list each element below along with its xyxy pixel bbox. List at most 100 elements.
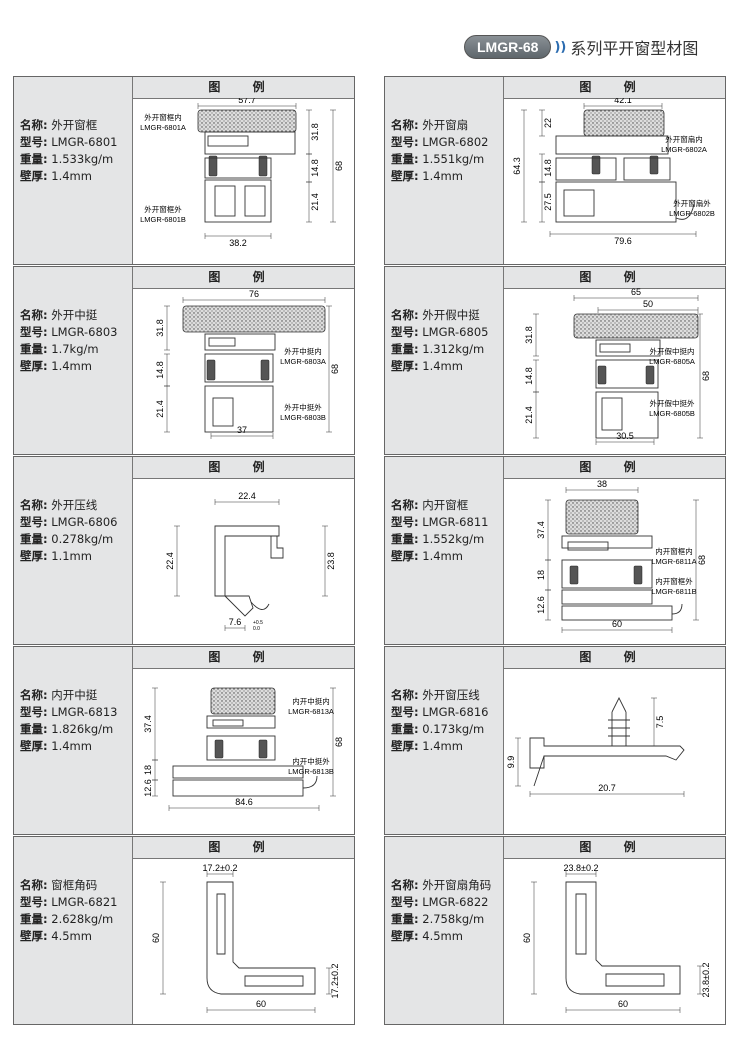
spec-block: 名称: 外开假中挺 型号: LMGR-6805 重量: 1.312kg/m 壁厚… (391, 307, 488, 375)
profile-weight: 1.312kg/m (422, 342, 485, 356)
dimension-label: 17.2±0.2 (330, 964, 340, 999)
dimension-label: 60 (256, 999, 266, 1009)
dimension-label: 23.8 (326, 552, 336, 570)
dimension-label: 31.8 (310, 123, 320, 141)
wall-label: 壁厚: (20, 359, 48, 373)
figure-title: 图 例 (504, 837, 725, 859)
wall-label: 壁厚: (391, 169, 419, 183)
profile-name: 外开中挺 (51, 308, 98, 322)
part-label: LMGR-6803A (280, 357, 326, 366)
name-label: 名称: (20, 308, 48, 322)
spec-column: 名称: 外开中挺 型号: LMGR-6803 重量: 1.7kg/m 壁厚: 1… (14, 267, 133, 454)
dimension-label: 20.7 (598, 783, 616, 793)
part-label: LMGR-6803B (280, 413, 326, 422)
spec-block: 名称: 内开窗框 型号: LMGR-6811 重量: 1.552kg/m 壁厚:… (391, 497, 488, 565)
profile-wall: 1.4mm (422, 169, 463, 183)
weight-label: 重量: (391, 532, 419, 546)
wall-label: 壁厚: (391, 929, 419, 943)
profile-drawing: 37.4681812.684.6内开中挺内LMGR-6813A内开中挺外LMGR… (143, 687, 344, 811)
part-label: 外开窗框内 (144, 112, 182, 122)
part-label: 内开窗框外 (655, 576, 693, 586)
weight-label: 重量: (20, 722, 48, 736)
weight-label: 重量: (391, 722, 419, 736)
model-label: 型号: (20, 135, 48, 149)
model-label: 型号: (20, 325, 48, 339)
part-label: LMGR-6801B (140, 215, 186, 224)
figure-title: 图 例 (133, 837, 354, 859)
profile-weight: 2.628kg/m (51, 912, 114, 926)
dimension-label: 31.8 (524, 326, 534, 344)
figure-title: 图 例 (504, 647, 725, 669)
profile-panel: 名称: 内开窗框 型号: LMGR-6811 重量: 1.552kg/m 壁厚:… (384, 456, 726, 645)
profile-model: LMGR-6805 (422, 325, 489, 339)
profile-panel: 名称: 外开压线 型号: LMGR-6806 重量: 0.278kg/m 壁厚:… (13, 456, 355, 645)
dimension-label: 60 (522, 933, 532, 943)
profile-name: 外开压线 (51, 498, 98, 512)
figure-title: 图 例 (133, 647, 354, 669)
profile-wall: 1.4mm (51, 739, 92, 753)
model-label: 型号: (20, 705, 48, 719)
part-label: 外开中挺内 (284, 346, 322, 356)
dimension-label: 23.8±0.2 (701, 963, 711, 998)
profile-model: LMGR-6822 (422, 895, 489, 909)
profile-weight: 1.7kg/m (51, 342, 99, 356)
dimension-label: 60 (612, 619, 622, 629)
dimension-label: 14.8 (155, 361, 165, 379)
profile-panel: 名称: 外开中挺 型号: LMGR-6803 重量: 1.7kg/m 壁厚: 1… (13, 266, 355, 455)
profile-wall: 4.5mm (51, 929, 92, 943)
name-label: 名称: (391, 498, 419, 512)
profile-drawing: 655031.86814.821.430.5外开假中挺内LMGR-6805A外开… (524, 288, 711, 445)
dimension-label: 18 (536, 570, 546, 580)
spec-column: 名称: 外开窗扇 型号: LMGR-6802 重量: 1.551kg/m 壁厚:… (385, 77, 504, 264)
wall-label: 壁厚: (391, 739, 419, 753)
dimension-label: 76 (249, 289, 259, 299)
dimension-label: 14.8 (543, 159, 553, 177)
dimension-label: 17.2±0.2 (203, 863, 238, 873)
dimension-label: 84.6 (235, 797, 253, 807)
wall-label: 壁厚: (20, 929, 48, 943)
profile-wall: 1.4mm (51, 359, 92, 373)
part-label: LMGR-6813A (288, 707, 334, 716)
catalog-header: LMGR-68 )) 系列平开窗型材图 (464, 34, 698, 60)
wall-label: 壁厚: (20, 739, 48, 753)
wall-label: 壁厚: (391, 359, 419, 373)
dimension-label: 7.6 (229, 617, 242, 627)
dimension-label: 38.2 (229, 238, 247, 248)
weight-label: 重量: (20, 532, 48, 546)
dimension-label: 31.8 (155, 319, 165, 337)
model-label: 型号: (391, 135, 419, 149)
part-label: 外开窗扇内 (665, 134, 703, 144)
spec-block: 名称: 外开窗框 型号: LMGR-6801 重量: 1.533kg/m 壁厚:… (20, 117, 117, 185)
weight-label: 重量: (20, 912, 48, 926)
name-label: 名称: (391, 878, 419, 892)
dimension-label: 12.6 (536, 596, 546, 614)
profile-model: LMGR-6821 (51, 895, 118, 909)
figure-title: 图 例 (504, 457, 725, 479)
dimension-label: 27.5 (543, 193, 553, 211)
profile-panel: 名称: 外开假中挺 型号: LMGR-6805 重量: 1.312kg/m 壁厚… (384, 266, 726, 455)
profile-name: 窗框角码 (51, 878, 98, 892)
part-label: LMGR-6813B (288, 767, 334, 776)
part-label: LMGR-6811A (651, 557, 696, 566)
model-label: 型号: (391, 895, 419, 909)
dimension-label: 64.3 (512, 157, 522, 175)
profile-name: 外开窗扇 (422, 118, 469, 132)
dimension-label: 12.6 (143, 779, 153, 797)
figure-title: 图 例 (504, 77, 725, 99)
wall-label: 壁厚: (391, 549, 419, 563)
part-label: 外开假中挺外 (650, 398, 695, 408)
dimension-label: 68 (701, 371, 711, 381)
profile-drawing: 7.59.920.7 (506, 696, 685, 797)
dimension-label: 30.5 (616, 431, 634, 441)
profile-weight: 1.826kg/m (51, 722, 114, 736)
profile-wall: 1.4mm (422, 359, 463, 373)
profile-panel: 名称: 外开窗框 型号: LMGR-6801 重量: 1.533kg/m 壁厚:… (13, 76, 355, 265)
figure-title: 图 例 (133, 267, 354, 289)
dimension-label: 14.8 (524, 367, 534, 385)
dimension-label: 22.4 (165, 552, 175, 570)
model-label: 型号: (391, 515, 419, 529)
dimension-label: 22 (543, 118, 553, 128)
part-label: LMGR-6802B (669, 209, 715, 218)
tolerance-label: +0.5 (253, 620, 263, 626)
